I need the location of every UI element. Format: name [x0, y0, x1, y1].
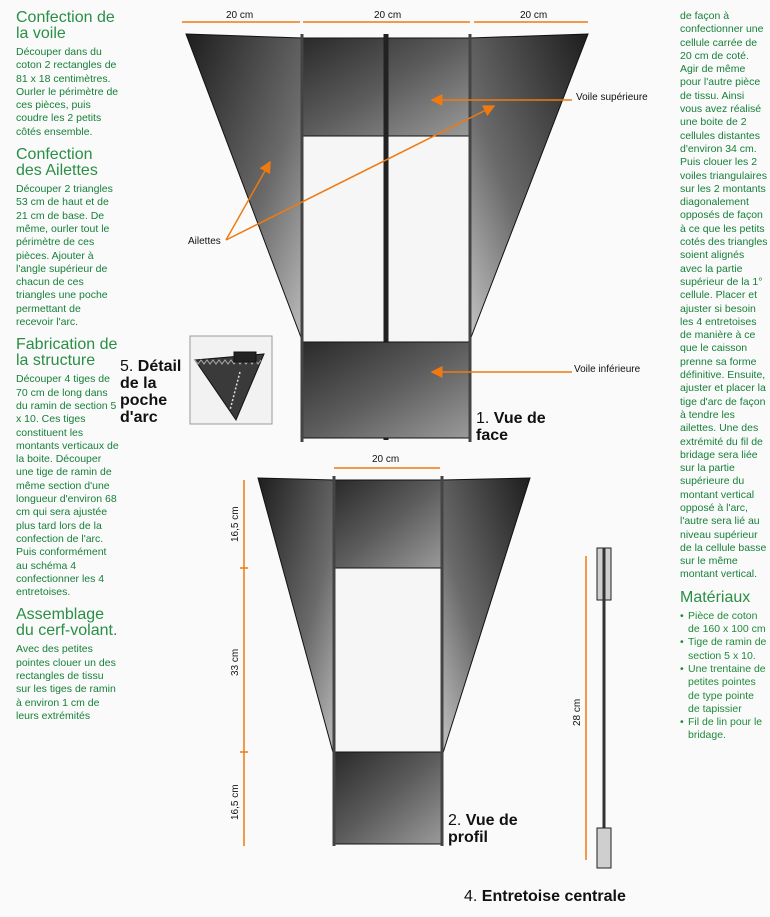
front-dim-center: 20 cm: [374, 10, 401, 21]
detail-seam: [229, 371, 241, 411]
label-lower-sail: Voile inférieure: [574, 364, 641, 375]
detail-pocket: [233, 351, 257, 363]
profile-left-wing: [257, 477, 335, 757]
left-text-column: Confection de la voile Découper dans du …: [6, 10, 120, 731]
materials-list: Pièce de coton de 160 x 100 cm Tige de r…: [680, 610, 768, 743]
caption-number: 1.: [476, 410, 490, 427]
label-wings: Ailettes: [188, 236, 221, 247]
section-assemblage: Assemblage du cerf-volant. Avec des peti…: [6, 607, 120, 723]
caption-number: 2.: [448, 812, 462, 829]
materials-item: Pièce de coton de 160 x 100 cm: [680, 610, 768, 637]
section-text: Avec des petites pointes clouer un des r…: [16, 643, 116, 722]
profile-dim-upper: 16,5 cm: [230, 506, 241, 542]
section-text: Découper dans du coton 2 rectangles de 8…: [16, 46, 119, 138]
lower-sail-panel: [301, 341, 471, 439]
materials-item: Fil de lin pour le bridage.: [680, 716, 768, 743]
materials-title: Matériaux: [680, 588, 751, 606]
profile-open-frame: [333, 567, 443, 753]
profile-view-figure: 20 cm 16,5 cm 33 cm 16,5 cm: [230, 454, 531, 846]
caption-detail: 5. Détail de la poche d'arc: [120, 358, 186, 426]
spreader-figure: 28 cm: [572, 547, 612, 869]
section-title: Assemblage du cerf-volant.: [16, 606, 118, 640]
spreader-end-bottom: [596, 827, 612, 869]
caption-title: Vue de face: [476, 410, 546, 444]
front-dim-right: 20 cm: [520, 10, 547, 21]
section-text: Découper 4 tiges de 70 cm de long dans d…: [16, 373, 119, 599]
caption-spreader: 4. Entretoise centrale: [464, 888, 664, 905]
front-dim-left: 20 cm: [226, 10, 253, 21]
callout-arrow: [225, 160, 271, 241]
caption-title: Entretoise centrale: [481, 888, 626, 905]
left-wing-sail: [185, 33, 303, 341]
materials-item: Une trentaine de petites pointes de type…: [680, 663, 768, 716]
callout-arrow: [225, 105, 496, 241]
materials-item: Tige de ramin de section 5 x 10.: [680, 636, 768, 663]
profile-right-wing: [441, 477, 531, 757]
caption-title: Vue de profil: [448, 812, 518, 846]
front-view-figure: 20 cm 20 cm 20 cm: [182, 10, 589, 442]
assembly-continued-text: de façon à confectionner une cellule car…: [680, 10, 768, 581]
profile-upper-sail: [333, 479, 443, 569]
section-text: Découper 2 triangles 53 cm de haut et de…: [16, 183, 113, 329]
caption-title: Détail de la poche d'arc: [120, 358, 182, 426]
profile-dim-middle: 33 cm: [230, 649, 241, 676]
caption-number: 4.: [464, 888, 478, 905]
caption-front: 1. Vue de face: [476, 410, 556, 444]
section-title: Confection de la voile: [16, 9, 115, 42]
right-text-column: de façon à confectionner une cellule car…: [680, 10, 768, 743]
label-upper-sail: Voile supérieure: [576, 92, 648, 103]
profile-dim-top: 20 cm: [372, 454, 399, 465]
section-voile: Confection de la voile Découper dans du …: [6, 10, 120, 139]
profile-dim-lower: 16,5 cm: [230, 784, 241, 820]
detail-figure: [189, 335, 273, 425]
caption-number: 5.: [120, 358, 134, 375]
materials-section: Matériaux Pièce de coton de 160 x 100 cm…: [680, 588, 768, 743]
profile-lower-sail: [333, 751, 443, 845]
section-structure: Fabrication de la structure Découper 4 t…: [6, 337, 120, 599]
section-title: Fabrication de la structure: [16, 336, 118, 370]
caption-profile: 2. Vue de profil: [448, 812, 518, 846]
section-ailettes: Confection des Ailettes Découper 2 trian…: [6, 147, 120, 329]
right-wing-sail: [469, 33, 589, 341]
spreader-dim: 28 cm: [572, 699, 583, 726]
section-title: Confection des Ailettes: [16, 146, 98, 180]
detail-wing-corner: [194, 353, 265, 422]
